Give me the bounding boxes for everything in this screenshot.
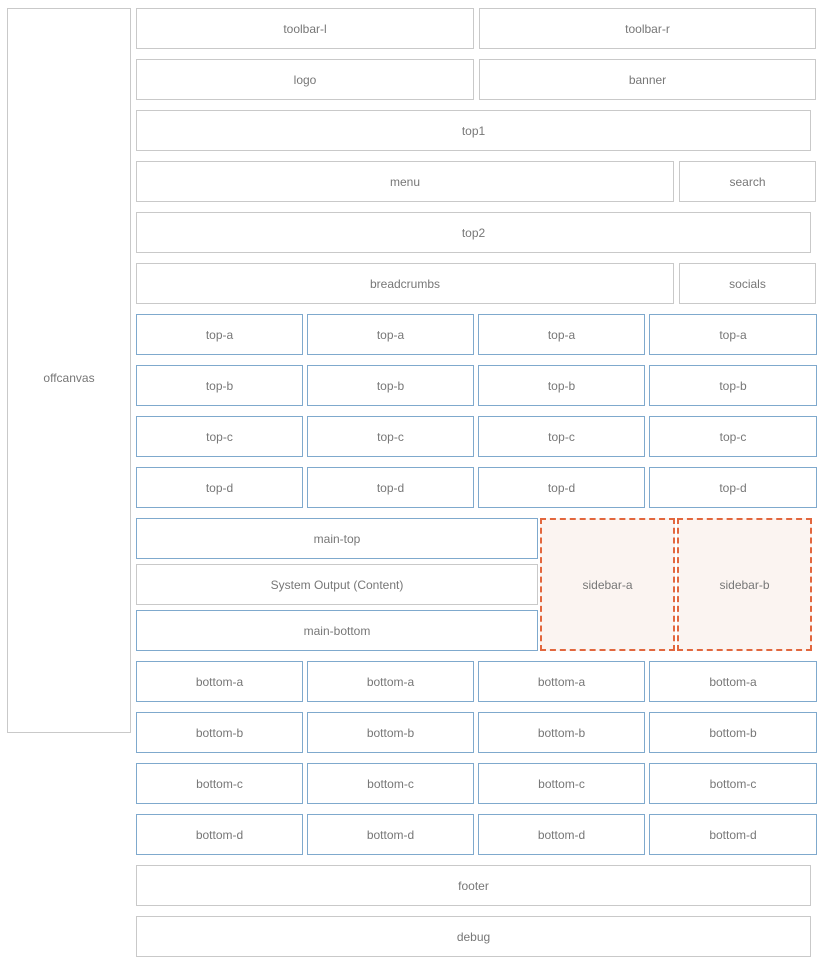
region-top1[interactable]: top1: [136, 110, 811, 151]
region-top-a-4[interactable]: top-a: [649, 314, 817, 355]
region-main-bottom[interactable]: main-bottom: [136, 610, 538, 651]
main-block: main-top System Output (Content) main-bo…: [136, 518, 812, 651]
region-bottom-a-1[interactable]: bottom-a: [136, 661, 303, 702]
region-bottom-a-4[interactable]: bottom-a: [649, 661, 817, 702]
top-a-row: top-a top-a top-a top-a: [136, 314, 817, 355]
region-toolbar-right[interactable]: toolbar-r: [479, 8, 816, 49]
region-top-d-3[interactable]: top-d: [478, 467, 645, 508]
region-bottom-c-1[interactable]: bottom-c: [136, 763, 303, 804]
breadcrumbs-row: breadcrumbs socials: [136, 263, 816, 304]
region-banner[interactable]: banner: [479, 59, 816, 100]
region-top-b-3[interactable]: top-b: [478, 365, 645, 406]
region-top-d-1[interactable]: top-d: [136, 467, 303, 508]
region-main-top[interactable]: main-top: [136, 518, 538, 559]
top1-row: top1: [136, 110, 811, 151]
offcanvas-panel[interactable]: offcanvas: [7, 8, 131, 733]
brand-row: logo banner: [136, 59, 816, 100]
region-breadcrumbs[interactable]: breadcrumbs: [136, 263, 674, 304]
top2-row: top2: [136, 212, 811, 253]
bottom-a-row: bottom-a bottom-a bottom-a bottom-a: [136, 661, 817, 702]
region-bottom-b-2[interactable]: bottom-b: [307, 712, 474, 753]
debug-row: debug: [136, 916, 811, 957]
region-bottom-d-2[interactable]: bottom-d: [307, 814, 474, 855]
region-top-c-3[interactable]: top-c: [478, 416, 645, 457]
region-bottom-c-4[interactable]: bottom-c: [649, 763, 817, 804]
top-d-row: top-d top-d top-d top-d: [136, 467, 817, 508]
region-top-b-2[interactable]: top-b: [307, 365, 474, 406]
main-column: main-top System Output (Content) main-bo…: [136, 518, 538, 651]
region-top-c-4[interactable]: top-c: [649, 416, 817, 457]
region-bottom-c-2[interactable]: bottom-c: [307, 763, 474, 804]
region-top2[interactable]: top2: [136, 212, 811, 253]
bottom-d-row: bottom-d bottom-d bottom-d bottom-d: [136, 814, 817, 855]
region-footer[interactable]: footer: [136, 865, 811, 906]
region-bottom-d-3[interactable]: bottom-d: [478, 814, 645, 855]
region-logo[interactable]: logo: [136, 59, 474, 100]
region-bottom-a-2[interactable]: bottom-a: [307, 661, 474, 702]
region-bottom-a-3[interactable]: bottom-a: [478, 661, 645, 702]
region-bottom-b-3[interactable]: bottom-b: [478, 712, 645, 753]
region-debug[interactable]: debug: [136, 916, 811, 957]
content-column: toolbar-l toolbar-r logo banner top1 men…: [136, 8, 817, 967]
region-toolbar-left[interactable]: toolbar-l: [136, 8, 474, 49]
region-top-b-4[interactable]: top-b: [649, 365, 817, 406]
region-top-d-4[interactable]: top-d: [649, 467, 817, 508]
region-sidebar-b[interactable]: sidebar-b: [677, 518, 812, 651]
region-sidebar-a[interactable]: sidebar-a: [540, 518, 675, 651]
region-bottom-b-1[interactable]: bottom-b: [136, 712, 303, 753]
footer-row: footer: [136, 865, 811, 906]
region-search[interactable]: search: [679, 161, 816, 202]
top-b-row: top-b top-b top-b top-b: [136, 365, 817, 406]
top-c-row: top-c top-c top-c top-c: [136, 416, 817, 457]
region-menu[interactable]: menu: [136, 161, 674, 202]
offcanvas-label: offcanvas: [43, 371, 95, 385]
toolbar-row: toolbar-l toolbar-r: [136, 8, 816, 49]
region-socials[interactable]: socials: [679, 263, 816, 304]
region-bottom-d-1[interactable]: bottom-d: [136, 814, 303, 855]
region-bottom-d-4[interactable]: bottom-d: [649, 814, 817, 855]
region-top-a-3[interactable]: top-a: [478, 314, 645, 355]
bottom-c-row: bottom-c bottom-c bottom-c bottom-c: [136, 763, 817, 804]
region-top-b-1[interactable]: top-b: [136, 365, 303, 406]
region-bottom-c-3[interactable]: bottom-c: [478, 763, 645, 804]
bottom-b-row: bottom-b bottom-b bottom-b bottom-b: [136, 712, 817, 753]
region-system-output[interactable]: System Output (Content): [136, 564, 538, 605]
region-bottom-b-4[interactable]: bottom-b: [649, 712, 817, 753]
region-top-a-1[interactable]: top-a: [136, 314, 303, 355]
region-top-c-1[interactable]: top-c: [136, 416, 303, 457]
nav-row: menu search: [136, 161, 816, 202]
region-top-c-2[interactable]: top-c: [307, 416, 474, 457]
region-top-a-2[interactable]: top-a: [307, 314, 474, 355]
region-top-d-2[interactable]: top-d: [307, 467, 474, 508]
